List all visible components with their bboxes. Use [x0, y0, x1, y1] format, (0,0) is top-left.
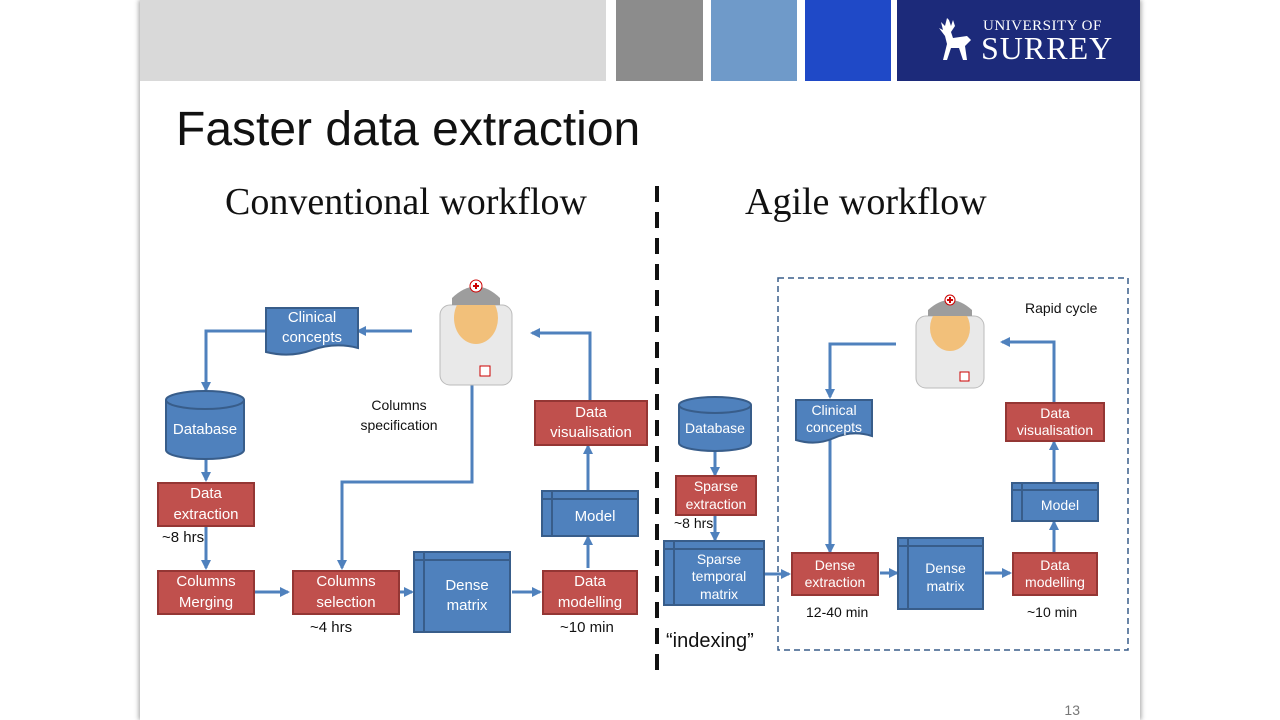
header-bar-blue-light: [711, 0, 797, 81]
data-modelling-conventional: Data modelling: [542, 570, 638, 615]
modelling-time-conventional: ~10 min: [560, 619, 614, 636]
database-conventional: Database: [172, 420, 238, 438]
stag-icon: [939, 18, 971, 60]
agile-heading: Agile workflow: [745, 181, 987, 223]
page-title: Faster data extraction: [176, 103, 641, 156]
doctor-icon-agile: [915, 294, 985, 389]
slide: UNIVERSITY OF SURREY Faster data extract…: [140, 0, 1140, 720]
database-agile: Database: [685, 419, 745, 436]
columns-merging: Columns Merging: [157, 570, 255, 615]
logo-line1: UNIVERSITY OF: [983, 18, 1102, 34]
data-modelling-agile: Data modelling: [1012, 552, 1098, 596]
header-bar-gray-light: [140, 0, 606, 81]
clinical-concepts-conventional: Clinical concepts: [281, 308, 343, 346]
extraction-time-agile: ~8 hrs: [674, 515, 714, 531]
modelling-time-agile: ~10 min: [1027, 604, 1078, 620]
model-agile: Model: [1040, 497, 1080, 514]
data-visualisation-agile: Data visualisation: [1005, 402, 1105, 442]
header-bar-blue: [805, 0, 891, 81]
conventional-heading: Conventional workflow: [225, 181, 588, 223]
connector-arrows: [165, 186, 1129, 672]
dense-matrix-conventional: Dense matrix: [445, 576, 489, 614]
page-number: 13: [1064, 702, 1080, 718]
logo-line2: SURREY: [981, 30, 1114, 66]
rapid-cycle-label: Rapid cycle: [1025, 300, 1098, 316]
sparse-extraction: Sparse extraction: [675, 475, 757, 516]
dense-matrix-agile: Dense matrix: [925, 560, 966, 594]
dense-extraction-time: 12-40 min: [806, 604, 869, 620]
university-logo: UNIVERSITY OF SURREY: [897, 0, 1140, 81]
indexing-label: “indexing”: [666, 630, 754, 652]
sparse-temporal-matrix: Sparse temporal matrix: [691, 550, 747, 602]
selection-time: ~4 hrs: [310, 619, 353, 636]
clinical-concepts-agile: Clinical concepts: [805, 401, 863, 436]
columns-specification: Columns specification: [354, 396, 444, 435]
data-visualisation-conventional: Data visualisation: [534, 400, 648, 446]
extraction-time-conventional: ~8 hrs: [162, 529, 205, 546]
columns-spec-label: Columns specification: [360, 397, 438, 433]
header-bar-gray-dark: [616, 0, 703, 81]
data-extraction-conventional: Data extraction: [157, 482, 255, 527]
dense-extraction: Dense extraction: [791, 552, 879, 596]
columns-selection: Columns selection: [292, 570, 400, 615]
model-conventional: Model: [574, 508, 616, 526]
doctor-icon-conventional: [439, 279, 513, 386]
